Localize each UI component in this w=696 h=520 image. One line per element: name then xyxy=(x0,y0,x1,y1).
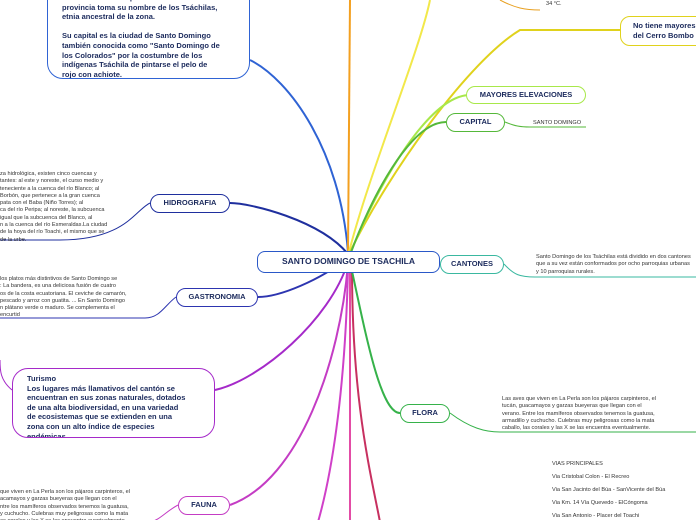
link-bottom-1 xyxy=(317,267,349,520)
link-hidrografia-note xyxy=(0,202,151,241)
node-hidrografia[interactable]: HIDROGRAFIA xyxy=(150,194,230,213)
node-cantones[interactable]: CANTONES xyxy=(440,255,504,274)
link-flora-note xyxy=(449,412,696,433)
link-top-orange xyxy=(347,0,351,253)
gastronomia-note: los platos más distintivos de Santo Domi… xyxy=(0,276,127,318)
link-temp xyxy=(499,0,541,11)
link-cantones-note xyxy=(503,263,696,278)
node-capital[interactable]: CAPITAL xyxy=(446,113,505,132)
link-top-box xyxy=(249,59,349,253)
cantones-note: Santo Domingo de los Tsáchilas está divi… xyxy=(536,254,691,275)
capital-note: SANTO DOMINGO xyxy=(533,120,582,126)
vias-item: Via Km. 14 Vía Quevedo - ElCóngoma xyxy=(552,500,648,506)
link-hidrografia xyxy=(229,202,349,255)
description-box: está en zona de trópico húmedo. La provi… xyxy=(47,0,250,79)
node-gastronomia[interactable]: GASTRONOMIA xyxy=(176,288,258,307)
vias-item: Via Cristobal Colon - El Recreo xyxy=(552,474,630,480)
tourism-box: Turismo Los lugares más llamativos del c… xyxy=(12,368,215,438)
node-mayores-elevaciones[interactable]: MAYORES ELEVACIONES xyxy=(466,86,586,104)
link-tourism xyxy=(214,261,349,391)
fauna-note: que viven en La Perla son los pájaros ca… xyxy=(0,489,130,520)
vias-item: Via San Antonio - Placer del Toachi xyxy=(552,513,640,519)
node-flora[interactable]: FLORA xyxy=(400,404,450,423)
link-top-yellow xyxy=(348,0,431,253)
temperature-note: 34 °C. xyxy=(546,1,562,7)
link-capital xyxy=(349,121,447,256)
link-tourism-left xyxy=(0,359,13,391)
node-cerro-bombo[interactable]: No tiene mayores del Cerro Bombo xyxy=(620,16,696,46)
flora-note: Las aves que viven en La Perla son los p… xyxy=(502,396,656,432)
center-node[interactable]: SANTO DOMINGO DE TSACHILA xyxy=(257,251,440,273)
link-capital-note xyxy=(504,121,586,128)
link-flora xyxy=(349,261,401,414)
link-fauna-note xyxy=(154,504,179,520)
vias-item: Via San Jacinto del Búa - SanVicente del… xyxy=(552,487,666,493)
link-gastronomia-note xyxy=(0,296,177,319)
link-bottom-3 xyxy=(351,267,381,520)
hidrografia-note: za hidrológica, existen cinco cuencas y … xyxy=(0,171,108,241)
node-fauna[interactable]: FAUNA xyxy=(178,496,230,515)
vias-title: VIAS PRINCIPALES xyxy=(552,461,603,467)
link-bombe xyxy=(349,29,630,253)
link-fauna xyxy=(229,263,349,506)
